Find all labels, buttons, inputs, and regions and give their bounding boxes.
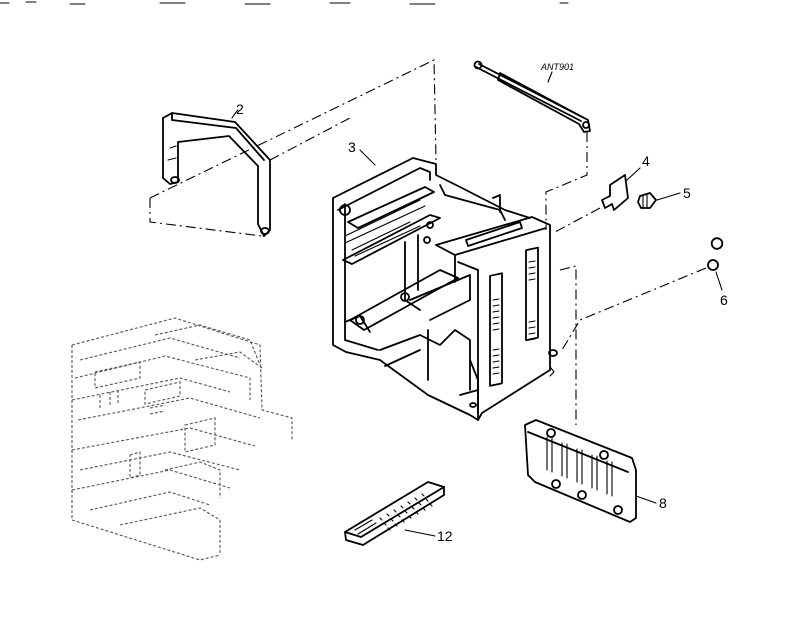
label-3: 3	[348, 139, 356, 155]
back-panel-leader: 8	[635, 495, 667, 511]
stereo-unit-sketch	[71, 317, 293, 561]
label-2: 2	[236, 101, 244, 117]
label-8: 8	[659, 495, 667, 511]
cabinet-part	[332, 157, 558, 421]
remote-leader: 12	[404, 528, 453, 544]
label-6: 6	[720, 292, 728, 308]
handle-assembly-lines	[149, 59, 437, 237]
screw-part	[637, 192, 657, 209]
remote-part	[344, 481, 445, 546]
label-4: 4	[642, 153, 650, 169]
back-panel-part	[524, 419, 637, 523]
label-5: 5	[683, 185, 691, 201]
label-antenna: ANT901	[540, 62, 574, 72]
screw-leader: 5	[656, 185, 691, 201]
label-12: 12	[437, 528, 453, 544]
handle-leader: 2	[231, 101, 244, 119]
spring-leader: 6	[715, 271, 728, 308]
spring-part	[561, 237, 724, 351]
cabinet-leader: 3	[348, 139, 376, 166]
bracket-leader: 4	[626, 153, 650, 181]
bracket-part	[554, 174, 629, 233]
antenna-part	[473, 60, 591, 230]
handle-part	[162, 112, 271, 237]
scan-edge-marks	[0, 1, 569, 5]
back-panel-assembly-lines	[559, 265, 577, 425]
antenna-leader: ANT901	[540, 62, 574, 83]
